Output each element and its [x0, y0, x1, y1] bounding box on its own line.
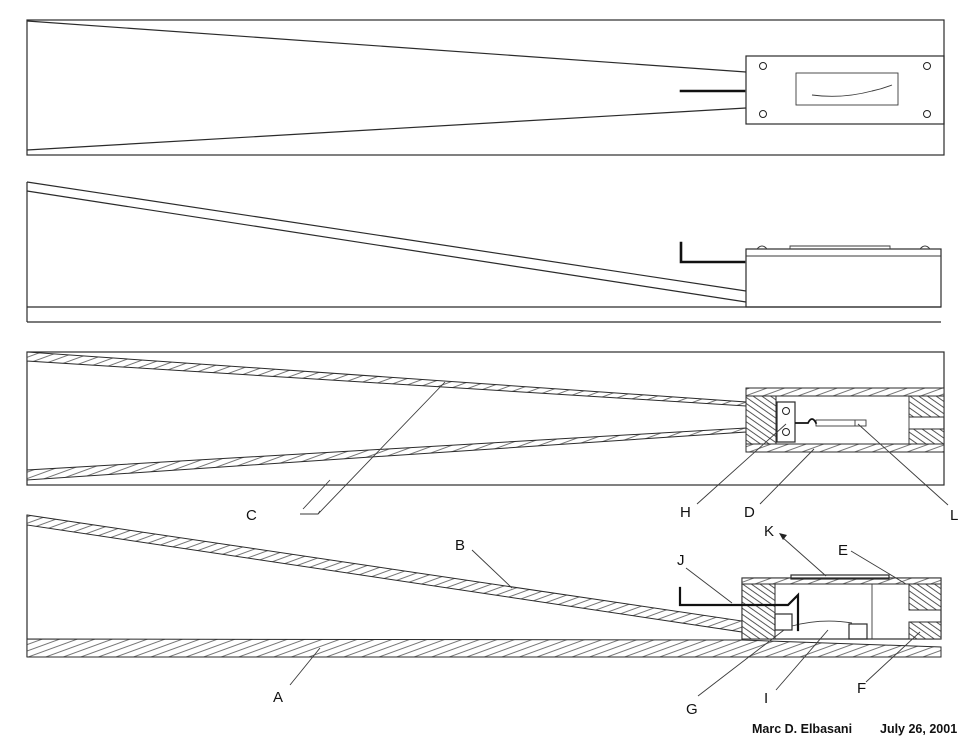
- section-side-sloped-wall: [26, 514, 743, 633]
- leader-h: [696, 423, 787, 505]
- screw-icon: [923, 110, 931, 118]
- section-top-vent-lower: [908, 428, 945, 445]
- label-g: G: [686, 701, 698, 718]
- section-side-stop: [848, 623, 868, 640]
- section-side-reed: [791, 620, 853, 627]
- screw-icon: [923, 62, 931, 70]
- label-e: E: [838, 542, 848, 559]
- label-k: K: [764, 523, 774, 540]
- side-view-lever: [679, 241, 746, 264]
- leader-j: [685, 567, 733, 604]
- leader-i: [775, 629, 829, 691]
- label-b: B: [455, 537, 465, 554]
- side-view: [26, 181, 942, 323]
- label-h: H: [680, 504, 691, 521]
- top-view-taper-lower: [26, 107, 747, 151]
- side-view-screw-heads: [756, 245, 931, 250]
- screw-icon: [782, 428, 790, 436]
- section-top-box-bottom-wall: [745, 443, 945, 453]
- side-view-slope-top: [26, 181, 747, 292]
- label-l: L: [950, 507, 958, 524]
- section-top-view: [26, 351, 945, 486]
- top-view-taper-upper: [26, 20, 747, 73]
- screw-icon: [759, 110, 767, 118]
- section-side-end-block: [741, 583, 776, 640]
- label-c: C: [246, 507, 257, 524]
- credit-author: Marc D. Elbasani: [752, 722, 852, 736]
- section-side-top-plate: [790, 574, 890, 580]
- label-i: I: [764, 690, 768, 707]
- side-view-driver-box: [745, 248, 942, 308]
- leader-a: [289, 647, 321, 686]
- leader-k: [781, 536, 827, 577]
- section-side-vent-lower: [908, 621, 942, 640]
- top-view: [26, 19, 945, 156]
- top-view-driver-box: [745, 55, 945, 125]
- section-top-outline: [26, 351, 945, 486]
- leader-e: [850, 550, 907, 585]
- section-top-clamp-plate: [776, 401, 796, 443]
- leader-l: [857, 423, 949, 506]
- label-j: J: [677, 552, 685, 569]
- label-f: F: [857, 680, 866, 697]
- section-top-box-end-block: [745, 395, 777, 445]
- screw-icon: [759, 62, 767, 70]
- section-top-reed: [815, 419, 867, 427]
- section-side-view: [26, 514, 942, 658]
- top-view-driver-window: [795, 72, 899, 106]
- leader-c-tick: [317, 510, 321, 515]
- section-top-spring-wire: [795, 418, 818, 425]
- section-side-clamp-block: [774, 613, 793, 631]
- screw-icon: [782, 407, 790, 415]
- credit-date: July 26, 2001: [880, 722, 957, 736]
- leader-lines: [289, 381, 949, 697]
- callout-labels: C H D L B J K E A G I F: [246, 504, 958, 718]
- label-a: A: [273, 689, 283, 706]
- section-top-vent-upper: [908, 395, 945, 418]
- credit-line: Marc D. Elbasani July 26, 2001: [752, 722, 957, 736]
- section-side-vent-upper: [908, 583, 942, 611]
- section-side-base: [26, 638, 942, 658]
- leader-k-arrow: [779, 533, 787, 540]
- section-top-wall-lower: [26, 427, 747, 481]
- leader-b: [471, 549, 513, 589]
- leader-g: [697, 629, 785, 697]
- section-top-box-top-wall: [745, 387, 945, 397]
- top-view-driver-sketch: [811, 84, 893, 97]
- leader-c-shadow: [302, 479, 331, 510]
- leader-d: [759, 448, 815, 505]
- top-view-outline: [26, 19, 945, 156]
- leader-f: [865, 631, 921, 683]
- section-side-lever: [678, 586, 800, 632]
- side-view-slope-bottom: [26, 190, 747, 303]
- section-top-wall-upper: [26, 351, 747, 407]
- label-d: D: [744, 504, 755, 521]
- section-side-lid: [741, 577, 942, 585]
